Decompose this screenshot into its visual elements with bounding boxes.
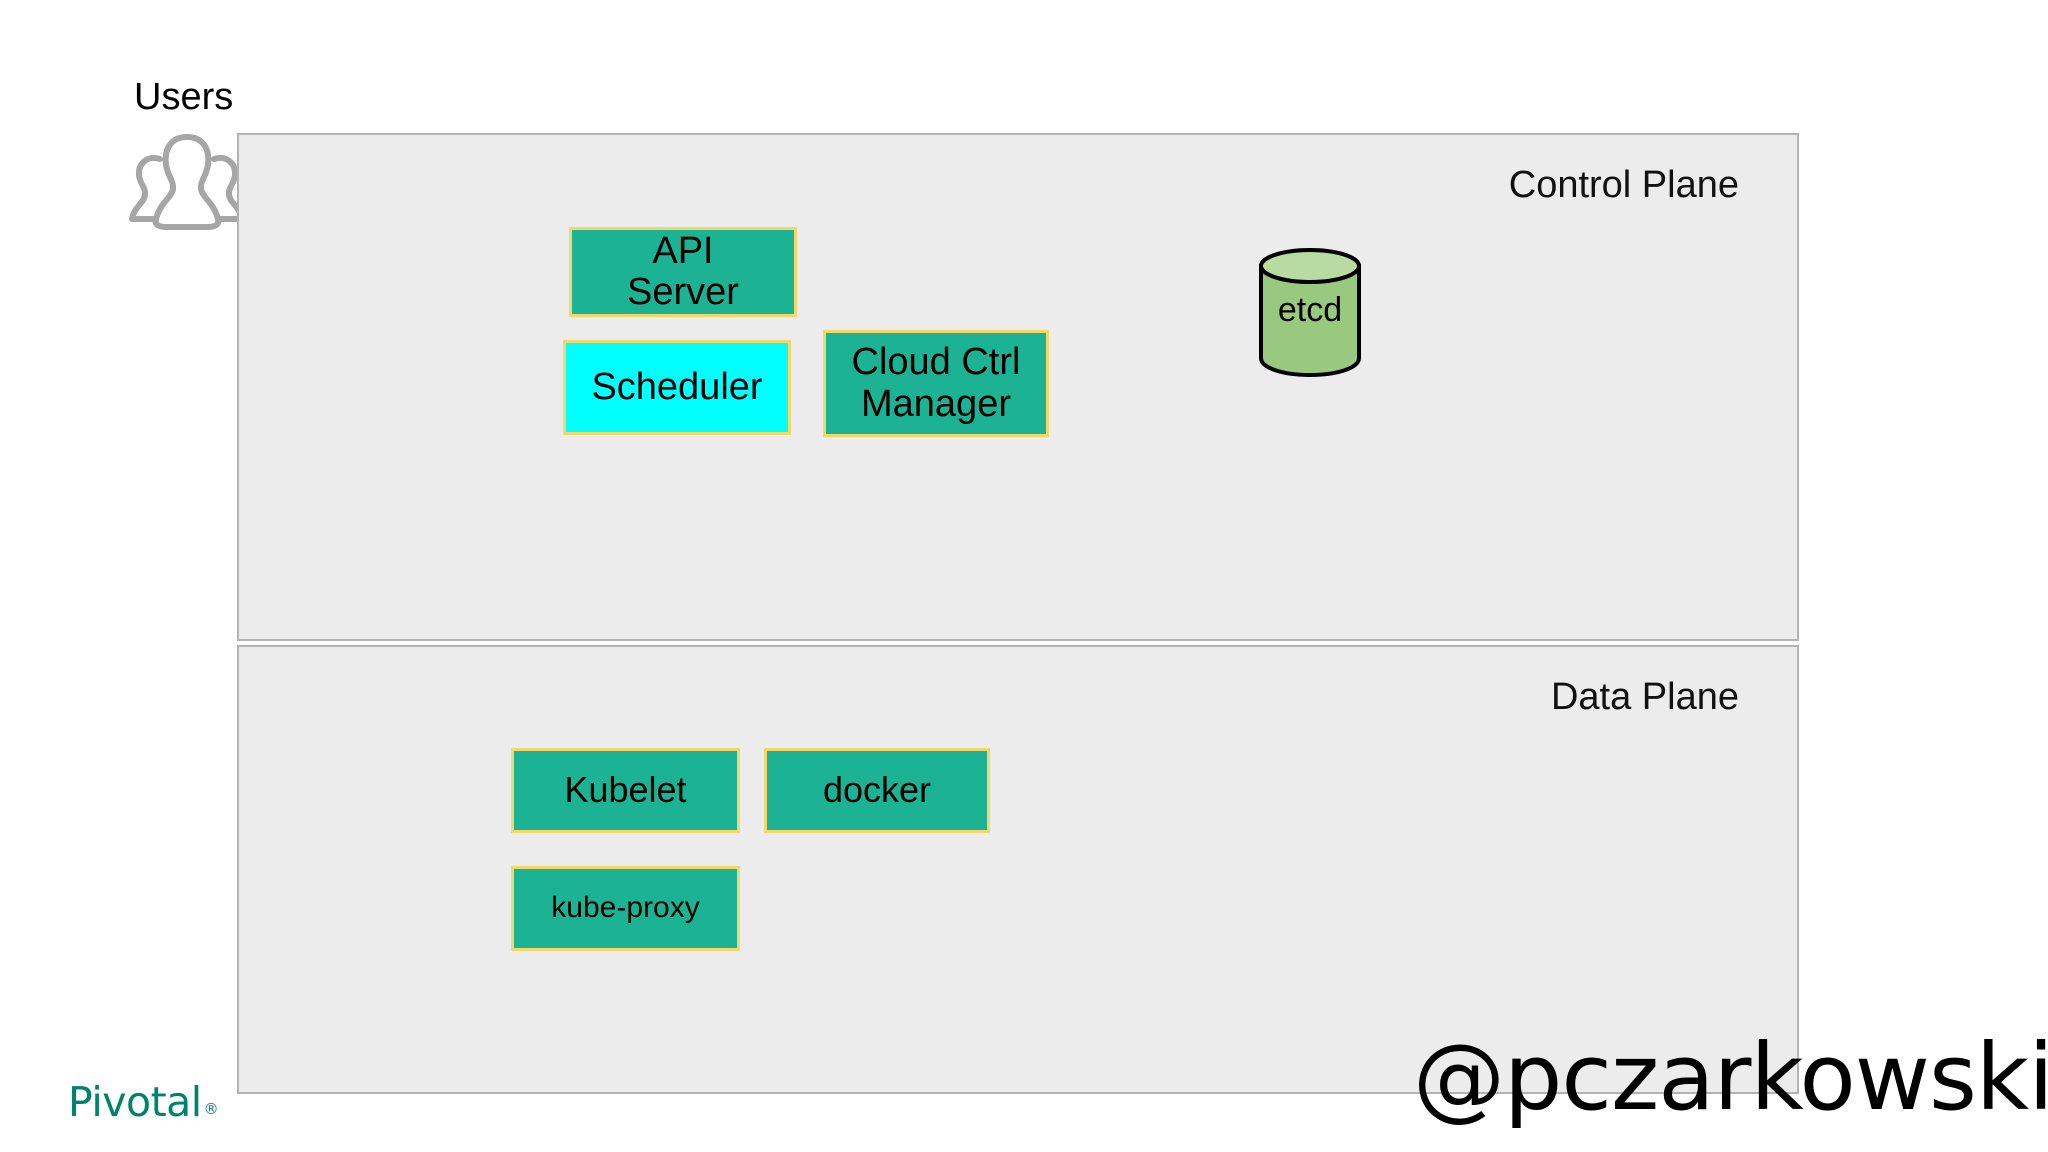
component-api-server[interactable]: API Server	[569, 227, 797, 317]
registered-trademark-mark: ®	[203, 1100, 219, 1118]
component-kubelet[interactable]: Kubelet	[511, 748, 740, 833]
control-plane-title: Control Plane	[1508, 164, 1739, 206]
control-plane-panel: Control Plane	[237, 133, 1799, 641]
component-scheduler[interactable]: Scheduler	[563, 340, 791, 435]
data-plane-title: Data Plane	[1550, 676, 1739, 718]
users-group-icon	[126, 123, 248, 233]
component-kube-proxy[interactable]: kube-proxy	[511, 866, 740, 951]
component-docker[interactable]: docker	[764, 748, 990, 833]
data-plane-panel: Data Plane	[237, 645, 1799, 1094]
pivotal-wordmark: Pivotal	[68, 1078, 202, 1126]
users-label: Users	[134, 76, 234, 118]
pivotal-logo: Pivotal ®	[68, 1078, 219, 1126]
twitter-handle-watermark: @pczarkowski	[1413, 1024, 2048, 1131]
etcd-database-cylinder-icon[interactable]	[1258, 247, 1362, 378]
component-cloud-ctrl-manager[interactable]: Cloud Ctrl Manager	[823, 330, 1049, 437]
users-group: Users	[126, 75, 316, 240]
